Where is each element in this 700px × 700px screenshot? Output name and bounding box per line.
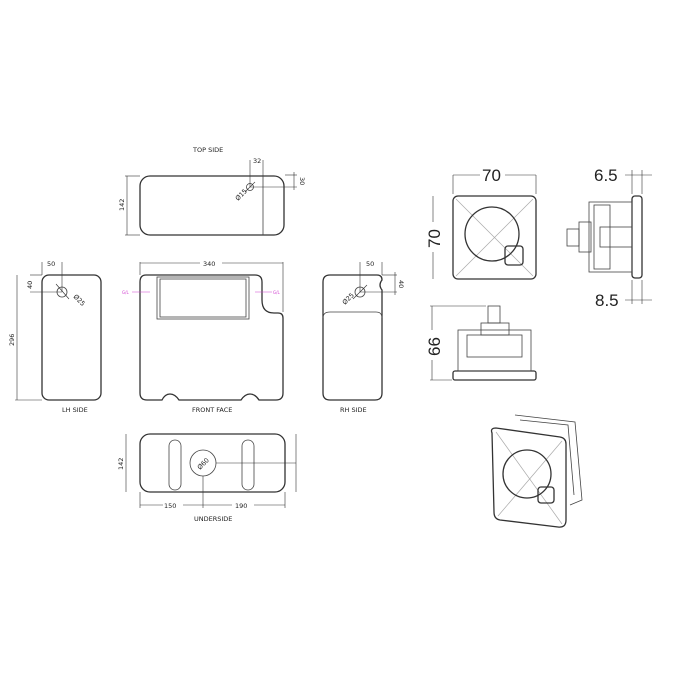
rh-offset-y: 40 xyxy=(397,280,405,288)
plate-thickness-top: 6.5 xyxy=(594,166,618,185)
top-offset-y: 30 xyxy=(298,177,306,185)
flush-plate-side-view: 6.5 8.5 xyxy=(566,166,652,310)
plate-width: 70 xyxy=(482,166,501,185)
front-width: 340 xyxy=(203,260,215,268)
rh-side-view: 50 40 Ø25 RH SIDE xyxy=(322,260,405,414)
plate-depth: 66 xyxy=(425,337,444,356)
plate-thickness-bottom: 8.5 xyxy=(595,291,619,310)
underside-view: 150 190 142 Ø60 UNDERSIDE xyxy=(117,433,297,523)
flush-plate-isometric-view xyxy=(490,414,583,528)
rh-hole-diameter: Ø25 xyxy=(341,291,356,306)
gl-left-marker: G/L xyxy=(122,290,129,295)
gl-right-marker: G/L xyxy=(273,290,280,295)
underside-label: UNDERSIDE xyxy=(194,515,232,523)
lh-offset-y: 40 xyxy=(26,281,34,289)
lh-offset-x: 50 xyxy=(47,260,55,268)
underside-hole-diameter: Ø60 xyxy=(196,456,211,471)
top-side-label: TOP SIDE xyxy=(192,146,223,154)
flush-plate-front-view: 70 70 xyxy=(425,166,537,280)
lh-hole-diameter: Ø25 xyxy=(72,293,87,308)
rh-side-label: RH SIDE xyxy=(340,406,367,414)
front-face-view: G/L G/L 340 FRONT FACE xyxy=(122,260,284,414)
top-depth: 142 xyxy=(118,199,126,211)
top-offset-x: 32 xyxy=(253,157,261,165)
underside-dim-left: 150 xyxy=(164,502,176,510)
top-side-view: TOP SIDE 32 30 142 Ø15 xyxy=(118,146,306,236)
lh-side-label: LH SIDE xyxy=(62,406,88,414)
top-hole-diameter: Ø15 xyxy=(234,187,249,202)
lh-side-view: 50 40 296 Ø25 LH SIDE xyxy=(8,260,102,414)
lh-height: 296 xyxy=(8,334,16,346)
flush-plate-plan-view: 66 xyxy=(425,305,537,381)
underside-dim-right: 190 xyxy=(235,502,247,510)
front-face-label: FRONT FACE xyxy=(192,406,232,414)
underside-depth: 142 xyxy=(117,458,125,470)
plate-height: 70 xyxy=(425,229,444,248)
rh-offset-x: 50 xyxy=(366,260,374,268)
